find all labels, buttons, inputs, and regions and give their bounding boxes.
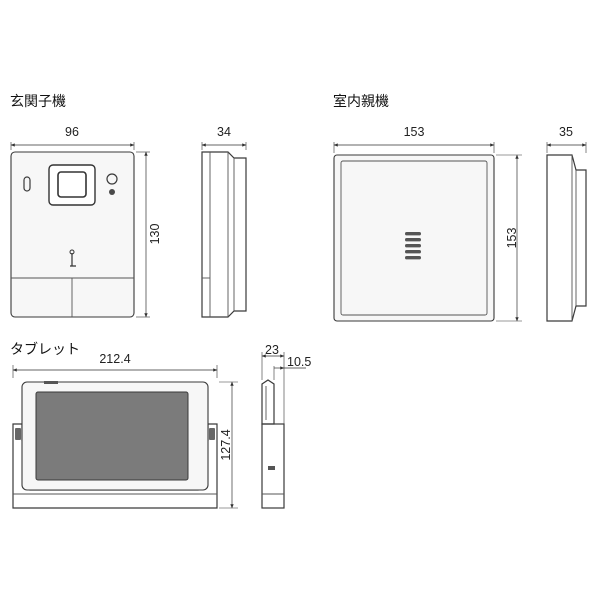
tablet-screen	[35, 391, 189, 481]
tablet-top-button	[44, 381, 58, 384]
indoor-front-view	[333, 154, 495, 322]
tablet-inner-depth-label: 10.5	[287, 355, 311, 369]
entrance-unit-title: 玄関子機	[10, 93, 66, 110]
entrance-front-view	[10, 151, 135, 318]
entrance-side-view: 34	[201, 125, 247, 318]
indoor-unit-section: 室内親機 153 153	[333, 93, 587, 322]
entrance-height-dimension: 130	[136, 151, 162, 318]
entrance-mic-hole	[106, 173, 118, 185]
indoor-depth-label: 35	[559, 125, 573, 139]
tablet-title: タブレット	[10, 341, 80, 358]
entrance-depth-label: 34	[217, 125, 231, 139]
entrance-unit-section: 玄関子機 96	[10, 93, 247, 318]
indoor-height-label: 153	[505, 228, 519, 249]
indoor-width-dimension: 153	[333, 125, 495, 153]
tablet-width-dimension: 212.4	[12, 352, 218, 378]
indoor-side-view: 35	[546, 125, 587, 322]
key-icon	[69, 249, 76, 267]
tablet-depth-label: 23	[265, 343, 279, 357]
tablet-section: タブレット 212.4 127.4	[10, 341, 311, 509]
entrance-sensor	[109, 189, 115, 195]
camera-icon	[48, 164, 96, 206]
indoor-height-dimension: 153	[496, 154, 522, 322]
indoor-unit-title: 室内親機	[333, 93, 389, 110]
entrance-width-label: 96	[65, 125, 79, 139]
speaker-grille-icon	[405, 232, 421, 260]
tablet-height-label: 127.4	[219, 429, 233, 460]
indoor-width-label: 153	[404, 125, 425, 139]
entrance-indicator	[23, 176, 31, 192]
tablet-front-view	[12, 381, 218, 509]
entrance-width-dimension: 96	[10, 125, 135, 150]
tablet-width-label: 212.4	[99, 352, 130, 366]
tablet-side-view: 23 10.5	[261, 343, 311, 509]
tablet-height-dimension: 127.4	[219, 381, 238, 509]
entrance-height-label: 130	[148, 224, 162, 245]
